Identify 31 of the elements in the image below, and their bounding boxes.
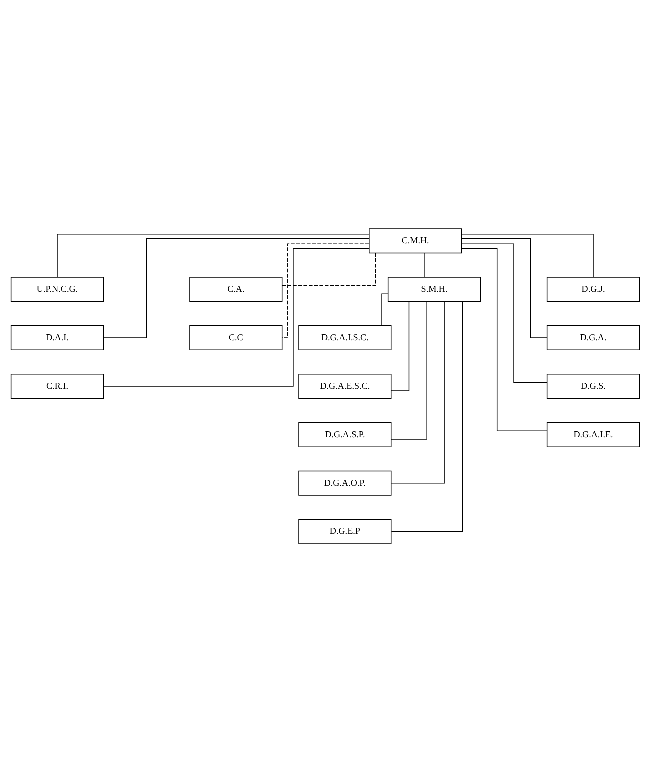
node-box: D.G.A.I.E. — [546, 422, 640, 447]
connector — [103, 248, 370, 386]
connector — [424, 252, 426, 278]
node-box: D.G.A.I.S.C. — [298, 325, 392, 350]
node-box: D.G.J. — [546, 276, 640, 302]
connector — [391, 300, 410, 391]
node-box: D.G.A.O.P. — [298, 470, 392, 496]
node-box: U.P.N.C.G. — [10, 276, 104, 302]
connector — [462, 243, 548, 383]
connector — [103, 238, 370, 338]
node-box: D.G.A.E.S.C. — [298, 374, 392, 398]
connector — [462, 233, 594, 278]
connector — [282, 243, 370, 338]
node-box: D.G.E.P — [298, 518, 392, 544]
node-box: C.R.I. — [10, 374, 104, 398]
connector — [57, 233, 370, 278]
connector — [462, 248, 548, 432]
node-box: D.G.S. — [546, 374, 640, 398]
connector — [382, 293, 389, 326]
node-box: D.G.A. — [546, 325, 640, 350]
node-box: D.G.A.S.P. — [298, 422, 392, 447]
node-box: C.C — [190, 325, 283, 350]
connector — [391, 301, 464, 532]
connector — [391, 300, 446, 484]
connector — [391, 300, 428, 440]
node-box: C.A. — [190, 276, 283, 302]
node-box: D.A.I. — [10, 325, 104, 350]
connector — [462, 238, 548, 338]
connector — [282, 252, 376, 286]
node-box: C.M.H. — [369, 228, 462, 254]
node-box: S.M.H. — [388, 276, 482, 302]
